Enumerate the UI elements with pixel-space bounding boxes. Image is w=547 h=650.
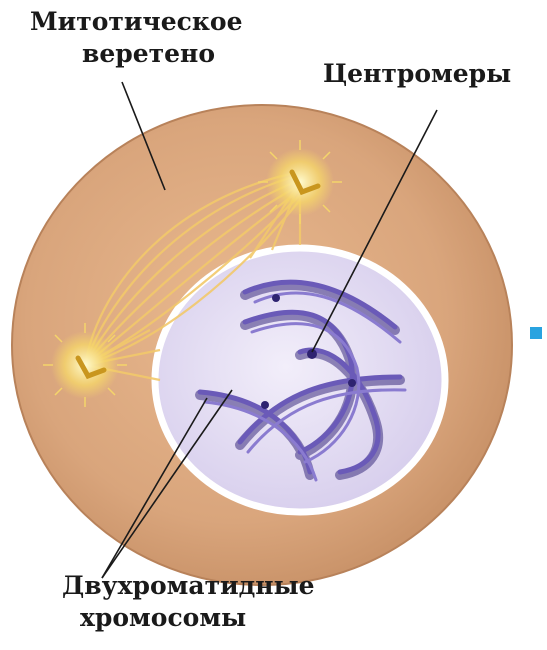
spindle-label-line1: Митотическое xyxy=(30,6,242,38)
centrosome-lower xyxy=(43,323,127,407)
centromeres-label: Центромеры xyxy=(323,58,511,90)
chromosomes-label: Двухроматидные хромосомы xyxy=(62,570,315,634)
blue-square-icon xyxy=(530,327,542,339)
chromosomes-label-line2: хромосомы xyxy=(62,602,315,634)
spindle-label-line2: веретено xyxy=(30,38,242,70)
centrosome-upper xyxy=(258,140,342,224)
spindle-label: Митотическое веретено xyxy=(30,6,242,70)
chromosomes-label-line1: Двухроматидные xyxy=(62,570,315,602)
